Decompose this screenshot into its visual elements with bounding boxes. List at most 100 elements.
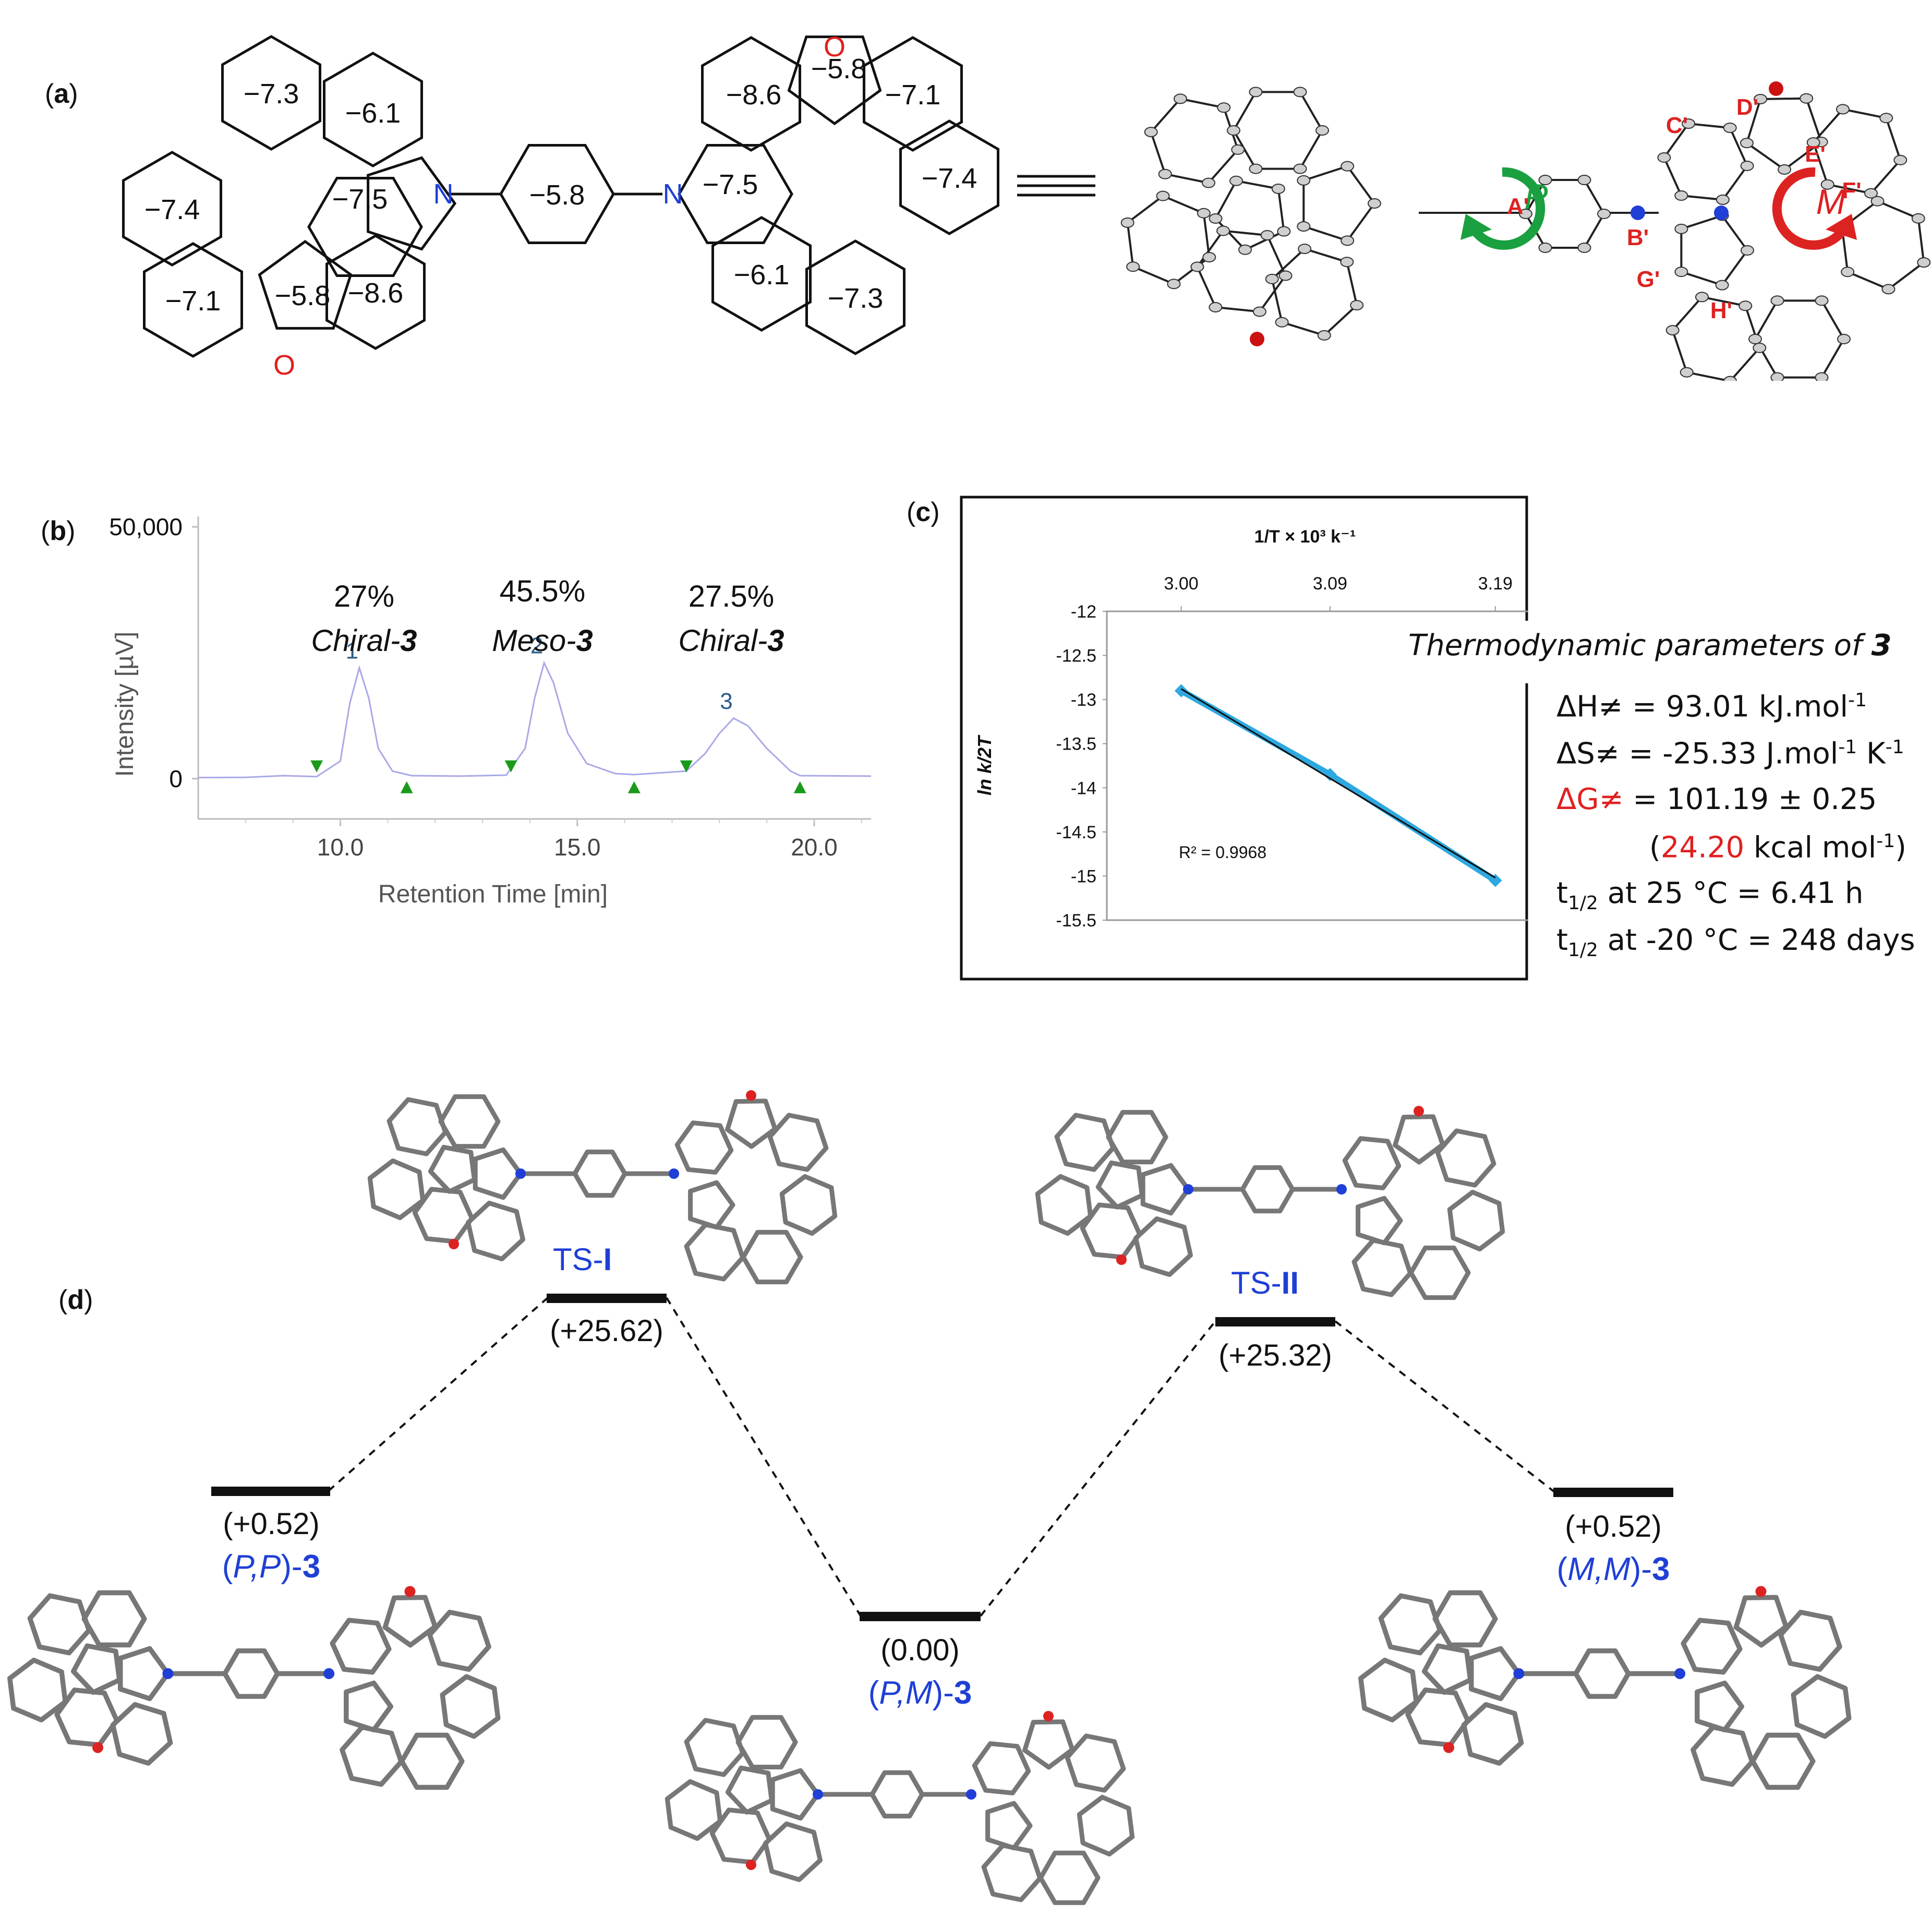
ring-value: −5.8 [811, 53, 867, 85]
atom-ellipsoid [1260, 230, 1274, 240]
atom-ellipsoid [1723, 123, 1737, 134]
peak-end-marker [627, 781, 641, 793]
delta-h: ΔH≠ = 93.01 kJ.mol-1 [1556, 690, 1867, 724]
atom-ellipsoid [1674, 190, 1688, 201]
level-ts2 [1215, 1317, 1335, 1326]
molecule [1035, 1106, 1505, 1300]
atom-ellipsoid [1238, 244, 1252, 255]
y-axis-label: ln k/2T [974, 734, 995, 795]
atom-ellipsoid [1275, 317, 1289, 328]
peak-2-percent: 45.5% [499, 574, 586, 608]
panel-a-structure: −7.3−6.1−7.4−7.5−7.1−5.8−8.6−5.8−8.6−5.8… [122, 31, 1095, 381]
ring [325, 234, 426, 350]
atom-ellipsoid [1297, 175, 1311, 186]
p-helicity-arrow [1466, 167, 1545, 250]
species-mm: (M,M)-3 [1556, 1551, 1670, 1587]
atom-ellipsoid [1341, 161, 1355, 172]
atom-ellipsoid [1577, 242, 1591, 253]
atom-ellipsoid [1293, 87, 1307, 98]
atom-ellipsoid [1879, 113, 1893, 124]
peak-end-marker [793, 781, 806, 793]
atom-ellipsoid [1723, 376, 1737, 381]
chromatogram-trace [198, 660, 872, 779]
atom-ellipsoid [1317, 330, 1331, 341]
x-tick-label: 3.09 [1313, 574, 1347, 594]
atom-ellipsoid [1156, 190, 1170, 201]
molecule [665, 1711, 1135, 1905]
ring-value: −7.5 [703, 169, 758, 200]
y-axis-label: Intensity [µV] [111, 632, 139, 777]
y-tick-label: -15.5 [1056, 911, 1097, 931]
m-helicity-arrow [1772, 167, 1851, 250]
y-tick-label: -15 [1071, 866, 1096, 886]
nitrogen-atom [813, 1789, 823, 1800]
x-tick-label: 3.19 [1478, 574, 1513, 594]
ring-letter: D' [1736, 94, 1758, 120]
oxygen-atom [746, 1860, 756, 1870]
ring-value: −5.8 [529, 179, 585, 211]
m-helicity-arrowhead [1826, 214, 1857, 240]
oxygen-atom [404, 1586, 416, 1597]
species-pp: (P,P)-3 [222, 1549, 321, 1585]
ring [711, 216, 812, 332]
panel-label-d: (d) [58, 1285, 93, 1315]
atom-ellipsoid [1800, 93, 1814, 104]
ring-letter: C' [1666, 113, 1688, 138]
ring-value: −6.1 [734, 259, 790, 291]
data-point [1174, 684, 1188, 697]
atom-ellipsoid [1753, 342, 1767, 353]
peak-number: 3 [720, 689, 732, 714]
nitrogen-atom [515, 1168, 526, 1179]
atom-ellipsoid [1271, 183, 1285, 194]
atom-ellipsoid [1293, 163, 1307, 174]
atom-ellipsoid [1120, 217, 1134, 228]
species-pm: (P,M)-3 [868, 1675, 972, 1711]
plot-frame [960, 496, 1528, 981]
panel-label-b: (b) [41, 516, 76, 546]
ring [307, 177, 423, 277]
atom-ellipsoid [1229, 175, 1243, 186]
atom-ellipsoid [1538, 242, 1552, 253]
y-tick-label: -13 [1071, 690, 1096, 710]
atom-ellipsoid [1216, 225, 1230, 236]
atom-ellipsoid [1715, 280, 1729, 291]
atom-ellipsoid [1297, 221, 1311, 232]
atom-ellipsoid [1820, 179, 1834, 190]
atom-ellipsoid [1202, 177, 1216, 188]
oxygen-atom [1769, 81, 1783, 96]
ring [787, 35, 882, 126]
ring [805, 239, 905, 355]
ring [367, 156, 457, 251]
p-helicity-label: P [1524, 177, 1548, 216]
ring-value: −7.3 [244, 78, 299, 110]
atom-ellipsoid [1277, 226, 1291, 237]
peak-start-marker [680, 760, 693, 773]
atom-ellipsoid [1249, 87, 1263, 98]
atom-ellipsoid [1748, 334, 1762, 344]
atom-ellipsoid [1741, 245, 1754, 256]
nitrogen-atom [1183, 1184, 1193, 1195]
peak-start-marker [504, 760, 517, 773]
peak-1-percent: 27% [333, 580, 395, 613]
ring-letter: A' [1507, 194, 1529, 219]
atom-ellipsoid [1740, 160, 1754, 171]
equivalence-symbol [1017, 175, 1095, 197]
atom-ellipsoid [1778, 164, 1792, 175]
energy-ts1: (+25.62) [550, 1314, 663, 1348]
ring-value: −8.6 [348, 278, 404, 309]
atom-ellipsoid [1209, 213, 1223, 224]
ring [863, 36, 963, 152]
ring [122, 151, 222, 267]
peak-number: 1 [346, 638, 358, 664]
molecule [367, 1090, 838, 1285]
atom-ellipsoid [1144, 127, 1158, 138]
energy-pm: (0.00) [880, 1633, 960, 1667]
level-pp [211, 1487, 330, 1496]
x-tick-label: 20.0 [791, 834, 838, 861]
peak-3-percent: 27.5% [688, 580, 775, 613]
level-ts1 [547, 1294, 667, 1303]
y-tick-label: -13.5 [1056, 734, 1097, 754]
atom-ellipsoid [1340, 257, 1354, 268]
plot-area [1106, 610, 1528, 921]
